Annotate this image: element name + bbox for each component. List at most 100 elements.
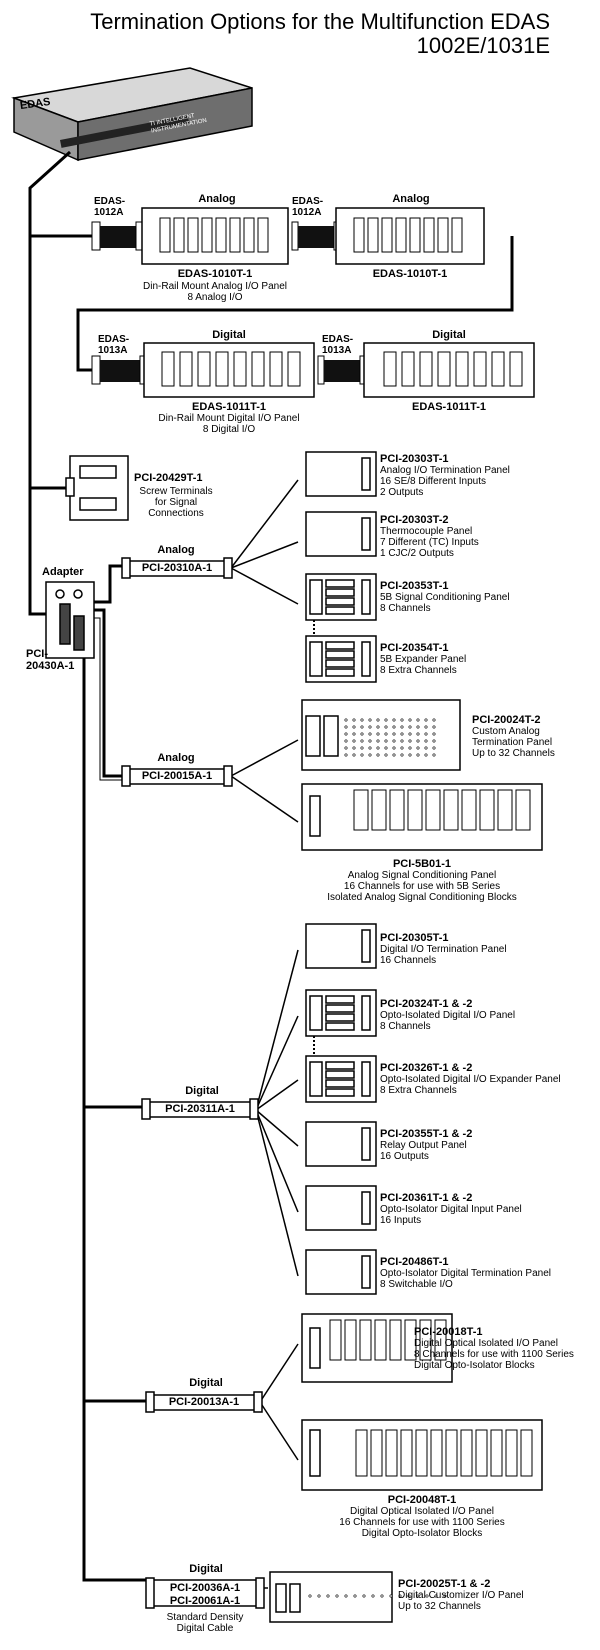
panel-desc-line: 8 Channels (380, 1021, 431, 1032)
panel-part-number: PCI-20354T-1 (380, 642, 449, 654)
panel-desc-line: 16 Channels for use with 5B Series (343, 881, 501, 892)
panel-desc-line: Isolated Analog Signal Conditioning Bloc… (327, 892, 517, 903)
row2-panel-a-desc1: Din-Rail Mount Digital I/O Panel (158, 413, 300, 424)
panel-desc-line: Termination Panel (472, 737, 553, 748)
page-title-line1: Termination Options for the Multifunctio… (90, 9, 550, 34)
panel-part-number: PCI-20303T-2 (380, 514, 449, 526)
panel-desc-line: Digital I/O Termination Panel (380, 944, 507, 955)
panel-part-number: PCI-20326T-1 & -2 (380, 1062, 473, 1074)
page-title: Termination Options for the Multifunctio… (20, 10, 550, 58)
panel-part-number: PCI-20355T-1 & -2 (380, 1128, 473, 1140)
row2-panel-a-name: EDAS-1011T-1 (192, 401, 266, 413)
adapter-name: PCI- 20430A-1 (26, 648, 75, 672)
trunk-lines (28, 150, 514, 1582)
small-panel-5 (305, 923, 377, 969)
panel-part-number: PCI-20018T-1 (414, 1326, 483, 1338)
panel-desc-line: Thermocouple Panel (380, 526, 473, 537)
small-panel-9 (305, 1185, 377, 1231)
cable-spread-lines (230, 479, 299, 1589)
panel-desc-line: Opto-Isolated Digital I/O Expander Panel (380, 1074, 561, 1085)
small-panel-10 (305, 1249, 377, 1295)
panel-desc-line: 8 Extra Channels (380, 665, 457, 676)
panel-desc-line: Opto-Isolated Digital I/O Panel (380, 1010, 516, 1021)
panel-desc-line: 5B Expander Panel (380, 654, 467, 665)
adapter-head: Adapter (42, 566, 84, 578)
cable-1-head: Analog (157, 544, 195, 556)
cable-4-head: Digital (189, 1377, 223, 1389)
panel-desc-line: 8 Channels (380, 603, 431, 614)
row1-panel-a-desc1: Din-Rail Mount Analog I/O Panel (143, 281, 287, 292)
small-panel-6 (305, 989, 377, 1037)
panel-desc-line: 1 CJC/2 Outputs (380, 548, 454, 559)
row2-head-a: Digital (212, 329, 246, 341)
panel-part-number: PCI-20324T-1 & -2 (380, 998, 473, 1010)
panel-desc-line: 16 SE/8 Different Inputs (380, 476, 486, 487)
page-title-line2: 1002E/1031E (416, 33, 550, 58)
row2-panel-a-desc2: 8 Digital I/O (202, 424, 256, 435)
termination-panel-images (305, 451, 377, 1295)
cable-5-note2: Digital Cable (176, 1623, 234, 1634)
panel-part-number: PCI-20353T-1 (380, 580, 449, 592)
cable-3-head: Digital (185, 1085, 219, 1097)
panel-desc-line: Opto-Isolator Digital Input Panel (380, 1204, 522, 1215)
panel-desc-line: Opto-Isolator Digital Termination Panel (380, 1268, 552, 1279)
row1-panel-a-desc2: 8 Analog I/O (187, 292, 243, 303)
panel-part-number: PCI-20486T-1 (380, 1256, 449, 1268)
cable-5-head: Digital (189, 1563, 223, 1575)
panel-desc-line: Digital Opto-Isolator Blocks (414, 1360, 535, 1371)
row1-adapter-a: EDAS- 1012A (94, 196, 126, 218)
small-panel-1 (305, 451, 377, 497)
row2-head-b: Digital (432, 329, 466, 341)
row1-panel-b-name: EDAS-1010T-1 (372, 268, 448, 280)
row2-adapters (91, 355, 367, 385)
row1-panel-a-name: EDAS-1010T-1 (177, 268, 253, 280)
panel-desc-line: 16 Outputs (380, 1151, 429, 1162)
cable-connectors (121, 557, 265, 1609)
row2-panel-b-name: EDAS-1011T-1 (412, 401, 486, 413)
screw-terminal-l3: Connections (148, 508, 204, 519)
panel-desc-line: Digital Optical Isolated I/O Panel (350, 1506, 494, 1517)
small-panel-2 (305, 511, 377, 557)
panel-part-number: PCI-20024T-2 (472, 714, 541, 726)
small-panel-3 (305, 573, 377, 621)
row2-adapter-a: EDAS- 1013A (98, 334, 130, 356)
row2-adapter-b: EDAS- 1013A (322, 334, 354, 356)
panel-desc-line: 2 Outputs (380, 487, 424, 498)
screw-terminal-board (65, 455, 129, 521)
cable-5-name-b: PCI-20061A-1 (169, 1595, 241, 1607)
cable-1-name: PCI-20310A-1 (141, 562, 213, 574)
cable-2-head: Analog (157, 752, 195, 764)
panel-desc-line: 8 Extra Channels (380, 1085, 457, 1096)
cable-5-note1: Standard Density (166, 1612, 244, 1623)
panel-desc-line: Analog Signal Conditioning Panel (347, 870, 497, 881)
edas-device-image (11, 67, 253, 162)
panel-desc-line: Analog I/O Termination Panel (380, 465, 510, 476)
small-panel-8 (305, 1121, 377, 1167)
cable-2-name: PCI-20015A-1 (141, 770, 213, 782)
small-panel-7 (305, 1055, 377, 1103)
panel-desc-line: 8 Switchable I/O (380, 1279, 453, 1290)
panel-part-number: PCI-20025T-1 & -2 (398, 1578, 491, 1590)
row1-adapter-b: EDAS- 1012A (292, 196, 324, 218)
panel-desc-line: 5B Signal Conditioning Panel (380, 592, 510, 603)
panel-desc-line: Up to 32 Channels (472, 748, 555, 759)
panel-part-number: PCI-20048T-1 (387, 1494, 457, 1506)
panel-part-number: PCI-5B01-1 (392, 858, 452, 870)
small-panel-4 (305, 635, 377, 683)
panel-part-number: PCI-20361T-1 & -2 (380, 1192, 473, 1204)
panel-desc-line: Digital Optical Isolated I/O Panel (414, 1338, 558, 1349)
panel-desc-line: 8 Channels for use with 1100 Series (414, 1349, 574, 1360)
cable-3-name: PCI-20311A-1 (165, 1103, 235, 1115)
panel-desc-line: Relay Output Panel (380, 1140, 467, 1151)
